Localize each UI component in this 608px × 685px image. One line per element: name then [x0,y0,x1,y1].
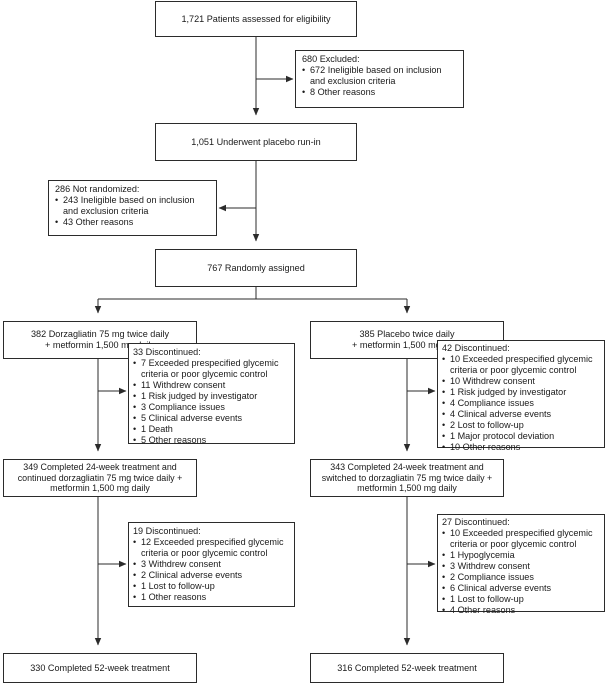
list-item: 1 Other reasons [133,592,290,603]
dorz-52wk-label: 330 Completed 52-week treatment [30,662,170,673]
list-item: 43 Other reasons [55,217,212,228]
box-dorz-discontinued-2: 19 Discontinued: 12 Exceeded prespecifie… [128,522,295,607]
box-dorz-24-week: 349 Completed 24-week treatment and cont… [3,459,197,497]
list-item: 1 Lost to follow-up [442,594,600,605]
box-assessed: 1,721 Patients assessed for eligibility [155,1,357,37]
list-item: 4 Compliance issues [442,398,600,409]
box-excluded: 680 Excluded: 672 Ineligible based on in… [295,50,464,108]
list-item: 1 Death [133,424,290,435]
placebo-arm-line-2: + metformin 1,500 mg daily [352,340,462,350]
box-runin: 1,051 Underwent placebo run-in [155,123,357,161]
list-item: 10 Exceeded prespecified glycemic criter… [442,528,600,550]
placebo-disc1-title: 42 Discontinued: [442,343,510,353]
list-item: 8 Other reasons [302,87,459,98]
list-item: 3 Compliance issues [133,402,290,413]
list-item: 10 Exceeded prespecified glycemic criter… [442,354,600,376]
list-item: 11 Withdrew consent [133,380,290,391]
placebo-disc2-title: 27 Discontinued: [442,517,510,527]
list-item: 672 Ineligible based on inclusion and ex… [302,65,459,87]
excluded-title: 680 Excluded: [302,54,360,64]
dorz-arm-line-2: + metformin 1,500 mg daily [45,340,155,350]
list-item: 12 Exceeded prespecified glycemic criter… [133,537,290,559]
placebo-24wk-line-2: switched to dorzagliatin 75 mg twice dai… [321,472,493,483]
placebo-disc1-list: 10 Exceeded prespecified glycemic criter… [442,354,600,453]
not-randomized-list: 243 Ineligible based on inclusion and ex… [55,195,212,228]
list-item: 5 Other reasons [133,435,290,446]
dorz-24wk-line-1: 349 Completed 24-week treatment and [23,462,177,473]
dorz-disc1-list: 7 Exceeded prespecified glycemic criteri… [133,358,290,446]
runin-label: 1,051 Underwent placebo run-in [191,136,321,147]
list-item: 6 Clinical adverse events [442,583,600,594]
list-item: 3 Withdrew consent [442,561,600,572]
box-placebo-52-week: 316 Completed 52-week treatment [310,653,504,683]
list-item: 1 Risk judged by investigator [133,391,290,402]
list-item: 4 Clinical adverse events [442,409,600,420]
box-placebo-24-week: 343 Completed 24-week treatment and swit… [310,459,504,497]
excluded-list: 672 Ineligible based on inclusion and ex… [302,65,459,98]
placebo-arm-line-1: 385 Placebo twice daily [359,329,455,339]
list-item: 10 Withdrew consent [442,376,600,387]
list-item: 1 Hypoglycemia [442,550,600,561]
dorz-24wk-line-2: continued dorzagliatin 75 mg twice daily… [17,472,183,483]
placebo-disc2-list: 10 Exceeded prespecified glycemic criter… [442,528,600,616]
dorz-disc2-list: 12 Exceeded prespecified glycemic criter… [133,537,290,603]
randomized-label: 767 Randomly assigned [207,262,305,273]
list-item: 4 Other reasons [442,605,600,616]
box-randomized: 767 Randomly assigned [155,249,357,287]
list-item: 1 Major protocol deviation [442,431,600,442]
list-item: 243 Ineligible based on inclusion and ex… [55,195,212,217]
list-item: 1 Risk judged by investigator [442,387,600,398]
dorz-disc1-title: 33 Discontinued: [133,347,201,357]
list-item: 3 Withdrew consent [133,559,290,570]
box-dorz-52-week: 330 Completed 52-week treatment [3,653,197,683]
dorz-arm-line-1: 382 Dorzagliatin 75 mg twice daily [31,329,169,339]
list-item: 7 Exceeded prespecified glycemic criteri… [133,358,290,380]
list-item: 1 Lost to follow-up [133,581,290,592]
placebo-52wk-label: 316 Completed 52-week treatment [337,662,477,673]
list-item: 5 Clinical adverse events [133,413,290,424]
box-not-randomized: 286 Not randomized: 243 Ineligible based… [48,180,217,236]
box-placebo-discontinued-1: 42 Discontinued: 10 Exceeded prespecifie… [437,340,605,453]
list-item: 10 Other reasons [442,442,600,453]
assessed-label: 1,721 Patients assessed for eligibility [181,13,331,24]
box-dorz-discontinued-1: 33 Discontinued: 7 Exceeded prespecified… [128,343,295,446]
box-placebo-discontinued-2: 27 Discontinued: 10 Exceeded prespecifie… [437,514,605,616]
not-randomized-title: 286 Not randomized: [55,184,140,194]
list-item: 2 Compliance issues [442,572,600,583]
list-item: 2 Clinical adverse events [133,570,290,581]
dorz-24wk-line-3: metformin 1,500 mg daily [50,483,150,494]
dorz-disc2-title: 19 Discontinued: [133,526,201,536]
list-item: 2 Lost to follow-up [442,420,600,431]
placebo-24wk-line-1: 343 Completed 24-week treatment and [330,462,484,473]
placebo-24wk-line-3: metformin 1,500 mg daily [357,483,457,494]
